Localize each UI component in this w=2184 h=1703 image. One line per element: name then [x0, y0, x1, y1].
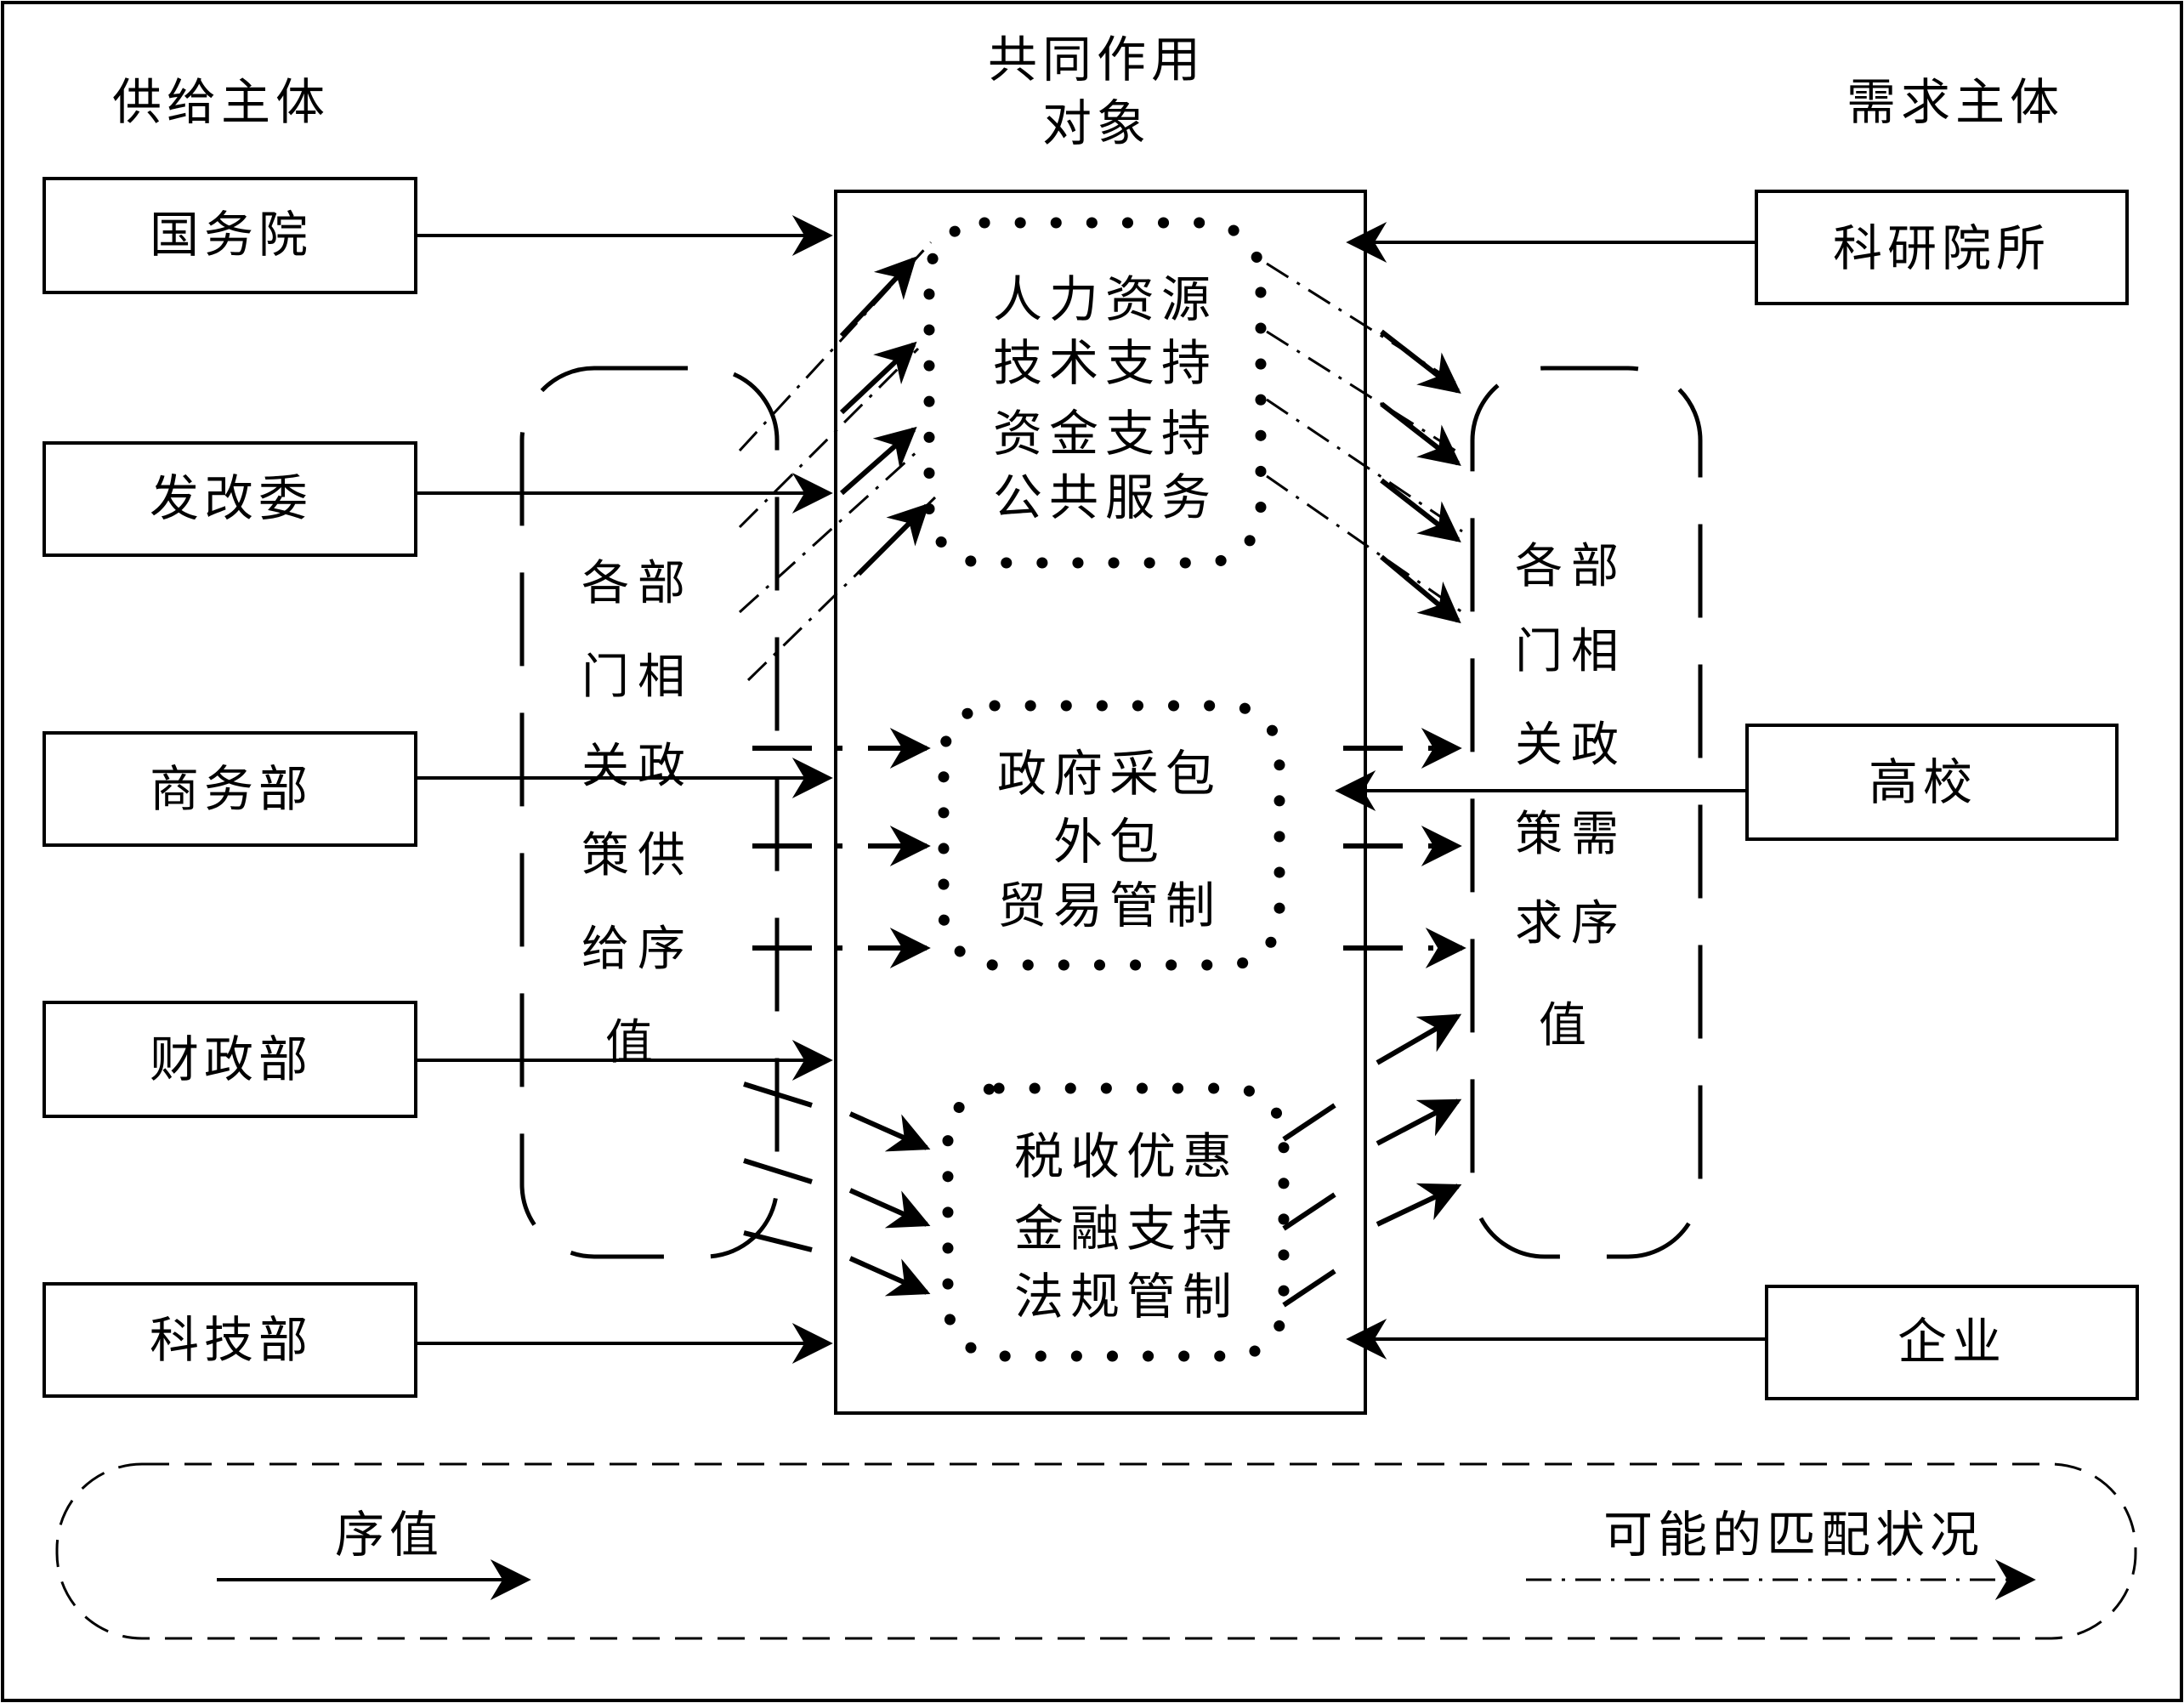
demand-group-label: 各部 门相 关政 策需 求序 值	[1515, 539, 1627, 1053]
cluster-bot-item-1: 金融支持	[1014, 1200, 1239, 1257]
cluster-top-item-2: 资金支持	[993, 405, 1217, 463]
heavy-arrow-top-l0	[839, 256, 917, 338]
legend-sequence-label: 序值	[335, 1506, 444, 1564]
demand-box-1: 高校	[1745, 724, 2119, 841]
supply-group-label-1: 门相	[581, 650, 694, 705]
bot-dash-r1	[1282, 1192, 1336, 1231]
demand-box-2: 企业	[1765, 1285, 2139, 1400]
supply-policy-group	[519, 366, 780, 1259]
match-line-top-r1	[1266, 330, 1463, 457]
match-line-top-r0	[1266, 262, 1463, 389]
bot-arrow-l2	[848, 1256, 931, 1297]
bot-arrow-r0	[1376, 1013, 1462, 1065]
demand-group-label-0: 各部	[1515, 539, 1627, 594]
demand-group-label-1: 门相	[1515, 624, 1627, 679]
object-header-line2: 对象	[1042, 94, 1151, 152]
supply-group-label-3: 策供	[581, 828, 694, 883]
supply-group-label: 各部 门相 关政 策供 给序 值	[581, 556, 694, 1070]
legend-match-label: 可能的匹配状况	[1603, 1506, 1984, 1564]
bot-arrow-l1	[848, 1188, 931, 1229]
demand-box-0: 科研院所	[1755, 190, 2129, 305]
bot-dash-l1	[743, 1158, 813, 1184]
demand-label-2: 企业	[1898, 1313, 2006, 1371]
demand-group-label-5: 值	[1539, 998, 1595, 1053]
supply-box-4: 科技部	[43, 1282, 417, 1398]
demand-policy-group	[1470, 366, 1703, 1259]
cluster-top-item-0: 人力资源	[993, 270, 1217, 328]
cluster-mid-item-2: 贸易管制	[997, 877, 1222, 934]
cluster-top-item-3: 公共服务	[993, 468, 1217, 526]
bot-arrow-l0	[848, 1111, 931, 1152]
bot-dash-r0	[1282, 1103, 1336, 1142]
bot-arrow-r1	[1376, 1098, 1462, 1146]
supply-group-label-0: 各部	[581, 556, 694, 611]
supply-label-3: 财政部	[150, 1030, 313, 1088]
heavy-arrow-top-l1	[839, 341, 917, 415]
supply-label-0: 国务院	[150, 206, 313, 264]
heavy-arrow-top-l3	[856, 502, 930, 576]
bot-dash-l0	[743, 1081, 813, 1108]
heavy-arrow-top-r2	[1380, 478, 1461, 542]
match-line-top-2	[738, 449, 920, 614]
demand-group-label-4: 求序	[1515, 896, 1627, 951]
supply-label-4: 科技部	[150, 1311, 313, 1369]
demand-group-label-3: 策需	[1515, 807, 1627, 862]
supply-label-2: 商务部	[150, 760, 313, 818]
supply-box-3: 财政部	[43, 1001, 417, 1118]
supply-group-label-5: 值	[605, 1015, 661, 1070]
object-header-line1: 共同作用	[988, 31, 1205, 88]
cluster-top-item-1: 技术支持	[993, 334, 1217, 392]
supply-group-label-4: 给序	[581, 922, 694, 977]
demand-header: 需求主体	[1846, 73, 2064, 131]
cluster-mid-dots	[938, 700, 1285, 971]
supply-box-1: 发改委	[43, 441, 417, 557]
cluster-bot-item-2: 法规管制	[1014, 1268, 1239, 1326]
cluster-bot-item-0: 税收优惠	[1014, 1127, 1239, 1185]
demand-label-1: 高校	[1869, 753, 1977, 811]
supply-box-0: 国务院	[43, 177, 417, 294]
cluster-bot-dots	[942, 1082, 1290, 1362]
supply-box-2: 商务部	[43, 731, 417, 847]
match-line-top-r2	[1266, 398, 1463, 533]
supply-group-label-2: 关政	[581, 739, 694, 794]
supply-label-1: 发改委	[150, 469, 313, 527]
bot-arrow-r2	[1376, 1183, 1462, 1227]
heavy-arrow-top-l2	[840, 426, 917, 496]
cluster-top-dots	[923, 217, 1267, 569]
demand-label-0: 科研院所	[1833, 219, 2051, 277]
bot-dash-l2	[743, 1230, 813, 1252]
heavy-arrow-top-r1	[1380, 401, 1461, 466]
bot-dash-r2	[1282, 1269, 1336, 1308]
supply-header: 供给主体	[112, 73, 330, 131]
heavy-arrow-top-r0	[1380, 329, 1461, 394]
cluster-bot-text: 税收优惠 金融支持 法规管制	[1014, 1127, 1239, 1326]
heavy-arrow-top-r3	[1380, 554, 1461, 624]
legend-frame	[55, 1462, 2137, 1640]
cluster-top-text: 人力资源 技术支持 资金支持 公共服务	[993, 270, 1217, 526]
cluster-mid-item-1: 外包	[1053, 813, 1166, 871]
cluster-mid-text: 政府采包 外包 贸易管制	[997, 745, 1222, 934]
cluster-mid-item-0: 政府采包	[997, 745, 1222, 803]
match-line-top-1	[738, 347, 920, 529]
demand-group-label-2: 关政	[1515, 718, 1627, 773]
